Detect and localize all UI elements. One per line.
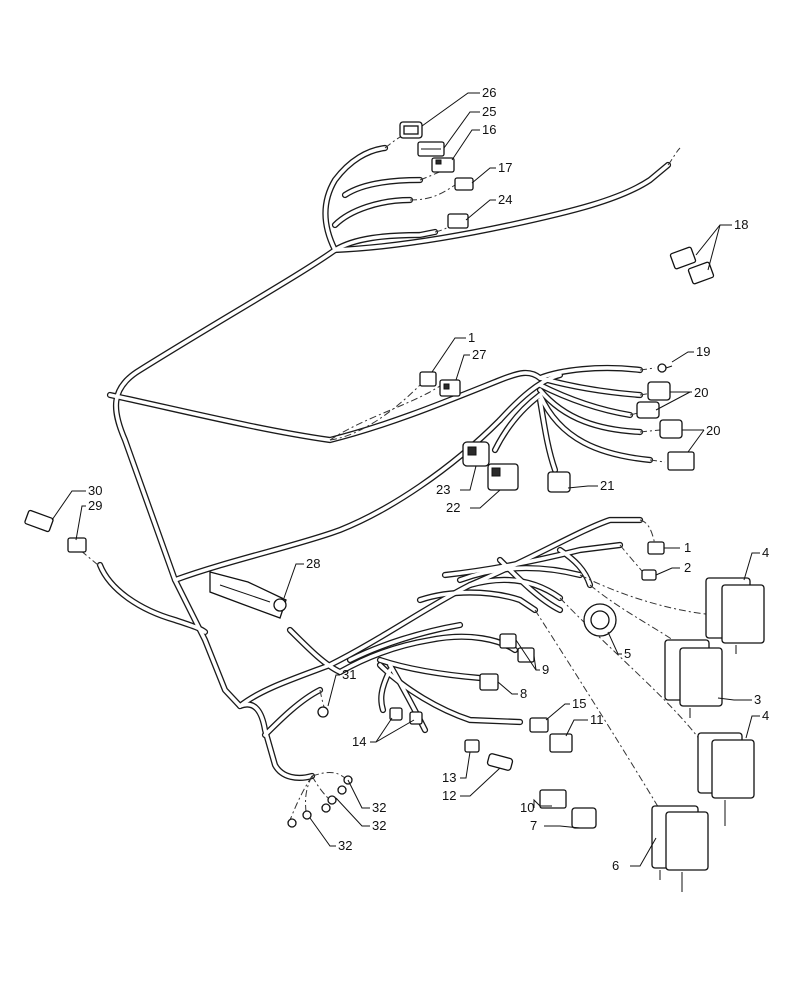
callout-22: 22 (446, 500, 460, 515)
callout-7: 7 (530, 818, 537, 833)
callout-4-upper: 4 (762, 545, 769, 560)
callout-18: 18 (734, 217, 748, 232)
callout-1-upper: 1 (468, 330, 475, 345)
callout-9: 9 (542, 662, 549, 677)
connector-20-b (636, 401, 660, 419)
connector-25 (417, 141, 445, 157)
module-3 (664, 639, 723, 718)
connector-23 (462, 441, 490, 467)
callout-23: 23 (436, 482, 450, 497)
callout-8: 8 (520, 686, 527, 701)
connector-20-c (659, 419, 683, 439)
connector-16 (431, 157, 455, 173)
callout-16: 16 (482, 122, 496, 137)
connector-20-a (647, 381, 671, 401)
connector-1-upper (419, 371, 437, 387)
callout-10: 10 (520, 800, 534, 815)
connector-14-a (389, 707, 403, 721)
harness-cables (96, 144, 672, 781)
callout-32-c: 32 (338, 838, 352, 853)
callout-labels: 26 25 16 17 24 18 1 27 19 20 20 23 21 22… (88, 85, 769, 873)
callout-28: 28 (306, 556, 320, 571)
callout-12: 12 (442, 788, 456, 803)
connector-20-d (667, 451, 695, 471)
connector-21 (547, 471, 571, 493)
ecu-connector-28 (209, 571, 287, 619)
connector-8 (479, 673, 499, 691)
callout-15: 15 (572, 696, 586, 711)
connector-15 (529, 717, 549, 733)
callout-25: 25 (482, 104, 496, 119)
callout-19: 19 (696, 344, 710, 359)
leader-lines (51, 92, 760, 867)
connector-12 (486, 753, 514, 771)
connector-7 (571, 807, 597, 829)
module-6 (651, 805, 709, 892)
callout-27: 27 (472, 347, 486, 362)
callout-24: 24 (498, 192, 512, 207)
connector-24 (447, 213, 469, 229)
connector-1-lower (647, 541, 665, 555)
callout-30: 30 (88, 483, 102, 498)
callout-4-lower: 4 (762, 708, 769, 723)
ring-terminal-19 (657, 363, 673, 373)
connector-14-b (409, 711, 423, 725)
connector-22 (487, 463, 519, 491)
connector-2 (641, 569, 657, 581)
wire-runs (79, 131, 716, 821)
module-4-lower (697, 732, 755, 826)
callout-17: 17 (498, 160, 512, 175)
callout-2: 2 (684, 560, 691, 575)
module-4-upper (705, 577, 765, 654)
callout-29: 29 (88, 498, 102, 513)
round-connector-5 (583, 603, 617, 637)
connector-29 (67, 537, 87, 553)
connector-27 (439, 379, 461, 397)
components (24, 121, 765, 892)
callout-14: 14 (352, 734, 366, 749)
connector-17 (454, 177, 474, 191)
callout-3: 3 (754, 692, 761, 707)
callout-6: 6 (612, 858, 619, 873)
callout-5: 5 (624, 646, 631, 661)
ring-terminals-32 (287, 775, 353, 828)
connector-30 (24, 509, 54, 533)
callout-31: 31 (342, 667, 356, 682)
ring-terminal-31 (317, 706, 329, 718)
connector-18 (669, 246, 715, 285)
connector-11 (549, 733, 573, 753)
callout-32-a: 32 (372, 800, 386, 815)
callout-20-b: 20 (706, 423, 720, 438)
callout-13: 13 (442, 770, 456, 785)
callout-32-b: 32 (372, 818, 386, 833)
callout-11: 11 (590, 712, 604, 727)
connector-13 (464, 739, 480, 753)
callout-26: 26 (482, 85, 496, 100)
connector-10 (539, 789, 567, 809)
callout-1-lower: 1 (684, 540, 691, 555)
connector-26 (399, 121, 423, 139)
callout-21: 21 (600, 478, 614, 493)
connector-9-a (499, 633, 517, 649)
callout-20-a: 20 (694, 385, 708, 400)
